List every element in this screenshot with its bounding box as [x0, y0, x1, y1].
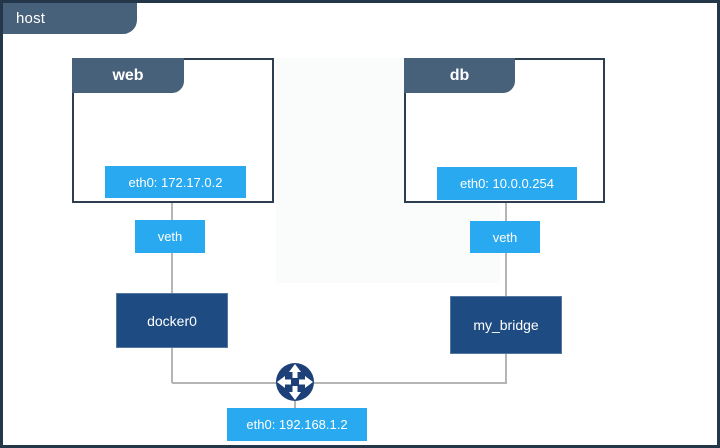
interface-badge-db: eth0: 10.0.0.254: [437, 167, 577, 200]
connector-web-to-bridge: [171, 202, 173, 383]
bridge-node-my-bridge: my_bridge: [450, 296, 562, 354]
interface-badge-web: eth0: 172.17.0.2: [105, 166, 246, 198]
container-node-db: db eth0: 10.0.0.254: [404, 58, 605, 203]
veth-badge-db: veth: [470, 221, 540, 253]
connector-router-to-eth: [294, 400, 296, 410]
container-name-web: web: [112, 66, 144, 84]
veth-badge-web: veth: [135, 220, 205, 253]
container-name-db: db: [449, 66, 470, 84]
container-tab-web: web: [72, 58, 184, 93]
connector-db-to-bridge: [505, 203, 507, 383]
container-node-web: web eth0: 172.17.0.2: [72, 58, 274, 203]
router-icon: [276, 363, 314, 401]
host-interface-badge: eth0: 192.168.1.2: [227, 408, 367, 441]
container-tab-db: db: [404, 58, 515, 93]
connector-bridges-horizontal: [172, 382, 507, 384]
host-label: host: [16, 10, 46, 27]
host-tab: host: [3, 3, 137, 34]
bridge-node-docker0: docker0: [116, 293, 228, 348]
